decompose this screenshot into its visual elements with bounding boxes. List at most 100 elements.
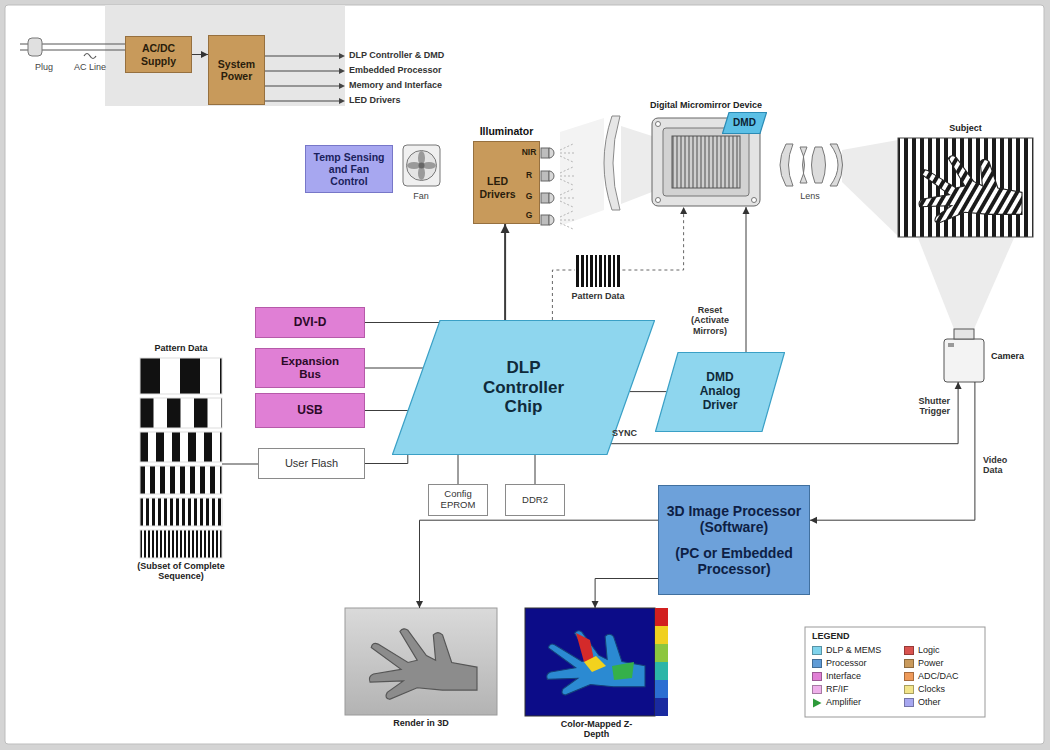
depth-image — [576, 633, 594, 662]
node-heading: Camera — [991, 350, 1024, 360]
node-text: User Flash — [285, 457, 338, 470]
node-text: USB — [297, 404, 322, 418]
node-text: (PC or Embedded Processor) — [664, 545, 804, 577]
power-output-arrows — [339, 98, 345, 104]
arrow-head — [592, 601, 599, 608]
light-rays — [560, 176, 576, 177]
depth-image — [655, 608, 668, 626]
node-text: System Power — [213, 58, 260, 82]
pattern-icon — [581, 255, 584, 287]
node-heading: Pattern Data — [129, 343, 234, 353]
projection-lens — [780, 144, 793, 186]
label-text: AC Line — [74, 62, 106, 72]
process-box: User Flash — [258, 448, 365, 479]
fan-icon — [419, 163, 425, 169]
arrow-head — [416, 601, 423, 608]
node-text: AC/DC Supply — [130, 42, 187, 66]
depth-image — [655, 698, 668, 716]
label-text: Shutter Trigger — [900, 396, 950, 417]
label-text: G — [526, 192, 533, 202]
light-rays — [560, 144, 576, 229]
legend-text: Processor — [826, 658, 867, 668]
connector — [535, 455, 536, 484]
pattern-sequence — [140, 358, 222, 558]
pattern-icon — [608, 255, 611, 287]
led-array — [549, 215, 554, 225]
pattern-icon — [604, 255, 606, 287]
pattern-icon — [575, 255, 622, 287]
parallelogram-box: DMD — [722, 112, 767, 134]
illustration-node: Subject — [898, 138, 1033, 238]
power-output-arrows — [339, 53, 345, 59]
label-text: NIR — [522, 148, 537, 158]
arrow-head — [501, 224, 510, 233]
illustration-node: Digital Micromirror DeviceDMD — [650, 115, 762, 207]
node-heading: (Subset of Complete Sequence) — [129, 561, 234, 582]
dmd-package — [672, 136, 740, 188]
power-output-arrows — [265, 101, 340, 102]
subject-image — [919, 156, 1022, 223]
camera-icon — [944, 339, 984, 382]
illustration-node: Pattern Data(Subset of Complete Sequence… — [140, 358, 222, 558]
light-rays — [560, 179, 573, 185]
process-box: Expansion Bus — [255, 348, 365, 388]
edge-label: Reset (Activate Mirrors) — [682, 305, 738, 336]
pattern-icon — [617, 255, 620, 287]
connector — [552, 207, 683, 320]
connector — [630, 391, 667, 392]
parallelogram-shape — [393, 321, 655, 455]
connector — [504, 224, 506, 320]
illustration-node: Color-Mapped Z-Depth — [525, 608, 668, 716]
condenser-lens — [604, 116, 620, 210]
legend-shape — [812, 698, 822, 708]
depth-image — [655, 626, 668, 644]
node-text: Expansion Bus — [275, 355, 345, 381]
connector — [420, 520, 659, 608]
light-rays — [560, 220, 576, 221]
connector — [746, 207, 747, 352]
edge-label: Video Data — [983, 455, 1023, 476]
process-box: USB — [255, 393, 365, 428]
light-rays — [560, 211, 573, 217]
led-array — [549, 148, 554, 158]
node-text: Temp Sensing and Fan Control — [310, 151, 388, 187]
process-box: AC/DC Supply — [125, 36, 192, 73]
dmd-beam — [621, 126, 652, 204]
label-text: G — [526, 211, 533, 221]
legend-text: Other — [918, 697, 941, 707]
plug-symbol — [28, 38, 42, 56]
node-heading: Color-Mapped Z-Depth — [552, 719, 642, 740]
node-text: DMD — [733, 117, 756, 129]
label-text: R — [526, 171, 532, 181]
label-text: LEGEND — [812, 631, 850, 641]
process-box: DVI-D — [255, 307, 365, 338]
power-output-arrows — [339, 68, 345, 74]
process-box: 3D Image Processor (Software)(PC or Embe… — [658, 485, 810, 595]
arrow-head — [743, 207, 750, 214]
legend-swatch — [904, 646, 914, 655]
parallelogram-shape — [723, 113, 767, 134]
arrow-head — [201, 51, 208, 58]
depth-image — [612, 662, 634, 680]
camera-icon — [954, 329, 974, 339]
light-rays — [560, 223, 573, 229]
dmd-package — [656, 198, 661, 203]
legend-text: DLP & MEMS — [826, 645, 881, 655]
pattern-icon — [576, 255, 579, 287]
pattern-icon — [590, 255, 593, 287]
led-array — [541, 215, 549, 225]
power-panel — [105, 5, 345, 106]
connector — [365, 322, 439, 323]
label-text: DLP Controller & DMD — [349, 50, 444, 60]
node-heading: Illuminator — [480, 125, 534, 137]
fan-icon — [407, 151, 437, 181]
pattern-icon — [575, 255, 622, 287]
node-heading: Subject — [949, 123, 982, 133]
light-rays — [560, 144, 573, 150]
legend-box — [805, 627, 985, 717]
arrow-head — [810, 517, 817, 524]
led-array — [549, 171, 554, 181]
